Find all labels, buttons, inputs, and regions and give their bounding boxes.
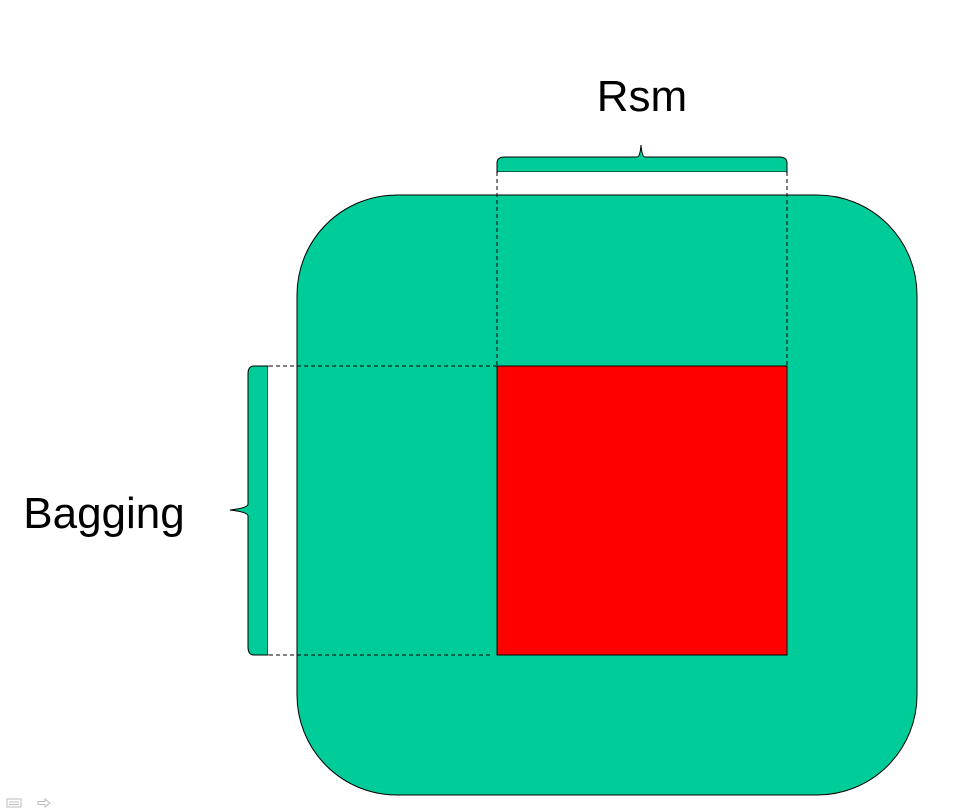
arrow-right-icon[interactable] [36, 798, 52, 808]
bagging-guide-lines [262, 365, 497, 656]
subset-square [496, 365, 788, 656]
bagging-brace [229, 365, 296, 656]
menu-icon[interactable] [6, 798, 22, 808]
rsm-label: Rsm [597, 72, 687, 121]
bagging-label: Bagging [23, 489, 184, 538]
rsm-brace [496, 144, 788, 194]
rsm-guide-lines [496, 172, 788, 366]
